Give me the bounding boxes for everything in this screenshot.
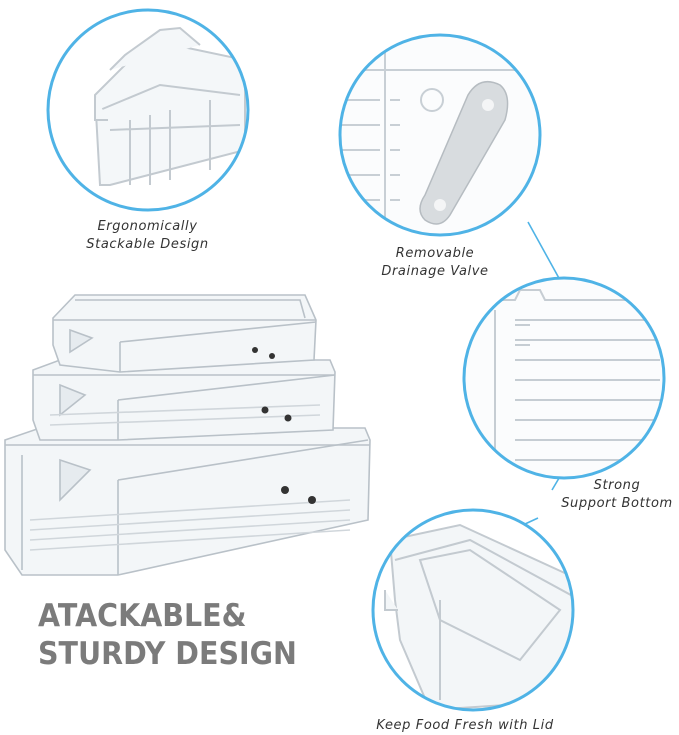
container-small bbox=[52, 294, 317, 373]
zoom-circle-bottom bbox=[464, 278, 664, 478]
zoom-ring-lid bbox=[371, 508, 575, 712]
callout-drainage: Removable Drainage Valve bbox=[355, 245, 515, 281]
zoom-circle-stackable bbox=[48, 10, 248, 210]
callout-drainage-line1: Removable bbox=[395, 246, 475, 261]
callout-drainage-line2: Drainage Valve bbox=[381, 264, 489, 279]
container-large bbox=[4, 427, 371, 576]
stacked-containers bbox=[4, 294, 371, 576]
zoom-circle-drainage bbox=[340, 35, 540, 235]
zoom-ring-stackable bbox=[46, 8, 250, 212]
drainage-valve-plug bbox=[419, 80, 509, 225]
zoom-ring-drainage bbox=[338, 33, 542, 237]
callout-stackable: Ergonomically Stackable Design bbox=[60, 218, 235, 254]
callout-bottom-line1: Strong bbox=[593, 478, 641, 493]
headline-line2: STURDY DESIGN bbox=[38, 636, 297, 672]
callout-lid-line: Keep Food Fresh with Lid bbox=[376, 718, 554, 733]
zoom-ring-bottom bbox=[462, 276, 666, 480]
callout-stackable-line2: Stackable Design bbox=[86, 237, 209, 252]
callout-stackable-line1: Ergonomically bbox=[97, 219, 198, 234]
callout-bottom: Strong Support Bottom bbox=[555, 477, 679, 513]
callout-lid: Keep Food Fresh with Lid bbox=[360, 717, 570, 735]
headline-line1: ATACKABLE& bbox=[38, 598, 247, 634]
callout-bottom-line2: Support Bottom bbox=[561, 496, 673, 511]
zoom-circle-lid bbox=[373, 510, 573, 710]
container-medium bbox=[32, 359, 336, 441]
